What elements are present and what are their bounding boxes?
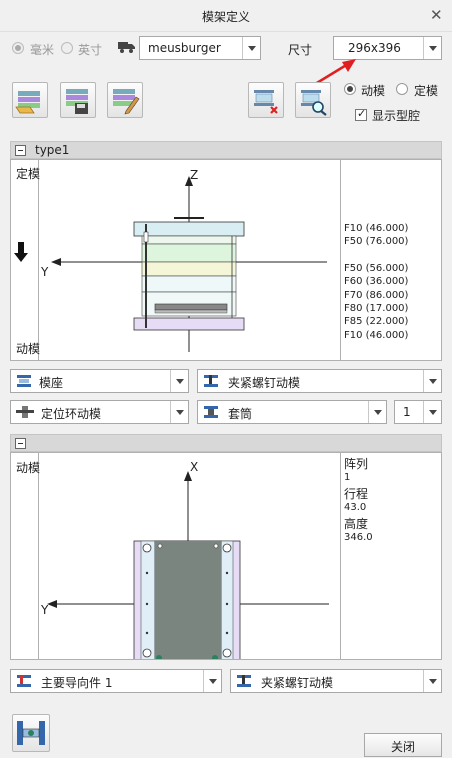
size-value: 296x396 [348,41,401,55]
truck-icon [118,40,136,57]
height-label: 高度 [344,517,369,531]
clamp-screw-icon [236,674,252,691]
chevron-down-icon [242,37,260,59]
close-icon[interactable]: ✕ [430,6,443,24]
plate-item: F80 (17.000) [344,303,409,315]
unit-inch-radio[interactable] [61,42,73,57]
sleeve-icon [203,405,219,422]
guide-pin-icon [16,674,32,691]
unit-mm-label: 毫米 [30,43,55,57]
edit-button[interactable] [107,82,143,118]
array-value: 1 [344,472,351,483]
axis-y-label: Y [41,603,49,617]
clamp-screw-icon [203,374,219,391]
axis-z-label: Z [190,168,199,182]
view-moving-radio[interactable] [344,83,356,98]
locating-ring-icon [16,406,34,421]
show-cavity-checkbox[interactable] [355,107,367,124]
plate-item: F60 (36.000) [344,276,409,288]
axis-x-label: X [190,460,199,474]
panel-divider [38,453,39,659]
size-select[interactable]: 296x396 [333,36,442,60]
unit-mm-radio[interactable] [12,42,24,57]
plate-item: F85 (22.000) [344,316,409,328]
close-button[interactable]: 关闭 [364,733,442,757]
stroke-label: 行程 [344,487,369,501]
stroke-value: 43.0 [344,502,367,513]
delete-plate-button[interactable] [248,82,284,118]
plate-item: F70 (86.000) [344,289,409,301]
locating-ring-value: 定位环动模 [41,407,102,421]
locating-ring-select[interactable]: 定位环动模 [10,400,189,424]
panel-divider [38,160,39,360]
plate-item: F10 (46.000) [344,329,409,341]
clamp-screw-select[interactable]: 夹紧螺钉动模 [197,369,442,393]
view-moving-label: 动模 [361,84,386,98]
guide-component-select[interactable]: 主要导向件 1 [10,669,222,693]
plate-list: F10 (46.000) F50 (76.000) F50 (56.000) F… [344,222,408,342]
panel-divider [340,160,341,360]
chevron-down-icon [423,370,441,392]
sleeve-select[interactable]: 套筒 [197,400,387,424]
magnifier-icon [301,90,327,116]
moving-side-label: 动模 [16,342,41,356]
mold-base-value: 模座 [39,376,64,390]
chevron-down-icon [368,401,386,423]
down-arrow-icon [14,242,28,265]
open-file-button[interactable] [12,82,48,118]
clamp-screw-value: 夹紧螺钉动模 [228,376,301,390]
height-value: 346.0 [344,532,373,543]
close-button-label: 关闭 [390,740,415,754]
show-cavity-label: 显示型腔 [372,109,421,123]
view-fixed-radio[interactable] [396,83,408,98]
plate-item: F50 (76.000) [344,236,409,248]
window-title: 模架定义 [201,10,250,24]
chevron-down-icon [423,401,441,423]
section-type1-title: type1 [35,143,70,157]
section-type1-header[interactable]: type1 [10,141,442,159]
open-file-icon [15,91,40,114]
fixed-side-label: 定模 [16,167,41,181]
guide-component-value: 主要导向件 1 [41,676,113,690]
section-detail-header[interactable] [10,434,442,452]
size-label: 尺寸 [288,43,313,57]
component-info: 阵列 1 行程 43.0 高度 346.0 [344,457,373,545]
chevron-down-icon [423,670,441,692]
side-label: 动模 [16,461,41,475]
save-file-icon [66,89,88,114]
chevron-down-icon [423,37,441,59]
view-fixed-label: 定模 [414,84,439,98]
collapse-icon[interactable] [15,438,26,449]
title-bar [0,0,452,32]
panel-divider [340,453,341,659]
quantity-select[interactable]: 1 [394,400,442,424]
collapse-icon[interactable] [15,145,26,156]
chevron-down-icon [170,401,188,423]
edit-icon [113,89,140,115]
chevron-down-icon [203,670,221,692]
array-label: 阵列 [344,457,369,471]
delete-plate-icon [254,90,278,114]
vendor-select[interactable]: meusburger [139,36,261,60]
plate-item: F50 (56.000) [344,262,409,274]
assembly-icon [17,721,45,745]
mold-base-icon [16,374,32,391]
vendor-value: meusburger [148,41,221,55]
unit-inch-label: 英寸 [78,43,103,57]
sleeve-value: 套筒 [228,407,253,421]
zoom-view-button[interactable] [295,82,331,118]
axis-y-label: Y [41,265,49,279]
plate-item: F10 (46.000) [344,223,409,234]
clamp-screw-select-2[interactable]: 夹紧螺钉动模 [230,669,442,693]
chevron-down-icon [170,370,188,392]
assembly-button[interactable] [12,714,50,752]
mold-side-view [39,160,340,360]
save-file-button[interactable] [60,82,96,118]
clamp-screw-value-2: 夹紧螺钉动模 [261,676,334,690]
quantity-value: 1 [403,405,411,419]
mold-base-select[interactable]: 模座 [10,369,189,393]
mold-top-view [39,453,340,659]
